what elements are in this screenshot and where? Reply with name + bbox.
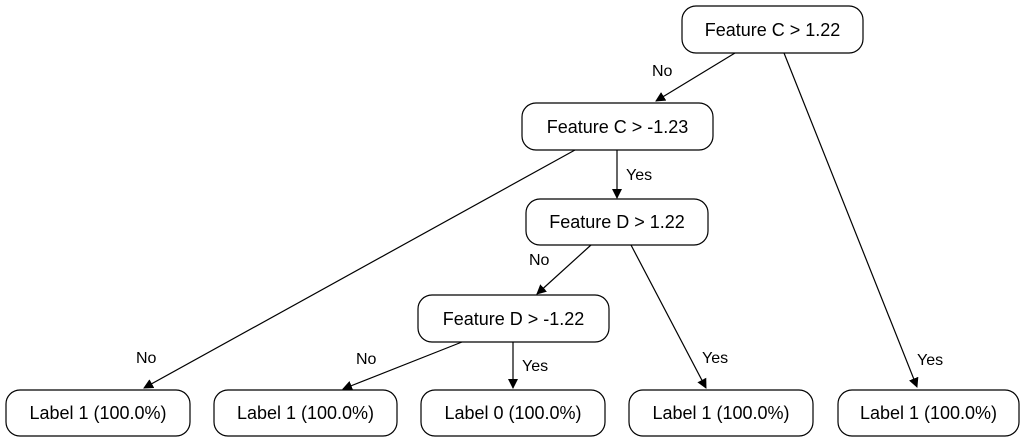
node-label: Feature C > -1.23 <box>547 117 689 137</box>
edge-label-no: No <box>356 351 377 368</box>
edge-feature-d-gt-neg-1-22-to-label-0: Yes <box>508 342 548 389</box>
node-label: Feature D > 1.22 <box>549 212 685 232</box>
nodes-group: Feature C > 1.22 Feature C > -1.23 Featu… <box>5 5 1020 437</box>
node-feature-c-gt-neg-1-23: Feature C > -1.23 <box>521 102 714 151</box>
edge-label-no: No <box>136 350 157 367</box>
edges-group: No Yes No Yes No Yes No <box>136 52 943 391</box>
leaf-label: Label 1 (100.0%) <box>237 403 374 423</box>
edge-feature-c-gt-neg-1-23-to-label-1-left: No <box>136 149 576 389</box>
edge-label-no: No <box>529 252 550 269</box>
leaf-label-1-center-left: Label 1 (100.0%) <box>213 389 398 437</box>
leaf-label-1-center-right: Label 1 (100.0%) <box>628 389 814 437</box>
edge-feature-c-gt-1-22-to-feature-c-gt-neg-1-23: No <box>652 52 736 102</box>
edge-feature-c-gt-neg-1-23-to-feature-d-gt-1-22: Yes <box>612 150 652 199</box>
edge-feature-d-gt-neg-1-22-to-label-1-center-left: No <box>342 341 463 391</box>
edge-label-yes: Yes <box>917 352 943 369</box>
leaf-label: Label 1 (100.0%) <box>860 403 997 423</box>
edge-label-yes: Yes <box>626 167 652 184</box>
node-feature-c-gt-1-22: Feature C > 1.22 <box>681 5 864 54</box>
edge-feature-c-gt-1-22-to-label-1-right: Yes <box>783 52 943 388</box>
leaf-label: Label 0 (100.0%) <box>444 403 581 423</box>
leaf-label: Label 1 (100.0%) <box>652 403 789 423</box>
leaf-label-0-center: Label 0 (100.0%) <box>420 389 606 437</box>
edge-label-yes: Yes <box>702 350 728 367</box>
node-feature-d-gt-1-22: Feature D > 1.22 <box>525 198 709 246</box>
leaf-label-1-far-right: Label 1 (100.0%) <box>837 389 1020 437</box>
node-label: Feature D > -1.22 <box>443 309 585 329</box>
edge-label-no: No <box>652 63 673 80</box>
edge-feature-d-gt-1-22-to-feature-d-gt-neg-1-22: No <box>529 244 592 295</box>
node-label: Feature C > 1.22 <box>705 20 841 40</box>
node-feature-d-gt-neg-1-22: Feature D > -1.22 <box>417 294 610 343</box>
leaf-label: Label 1 (100.0%) <box>29 403 166 423</box>
edge-feature-d-gt-1-22-to-label-1-center-right: Yes <box>630 244 728 389</box>
edge-label-yes: Yes <box>522 358 548 375</box>
leaf-label-1-far-left: Label 1 (100.0%) <box>5 389 191 437</box>
